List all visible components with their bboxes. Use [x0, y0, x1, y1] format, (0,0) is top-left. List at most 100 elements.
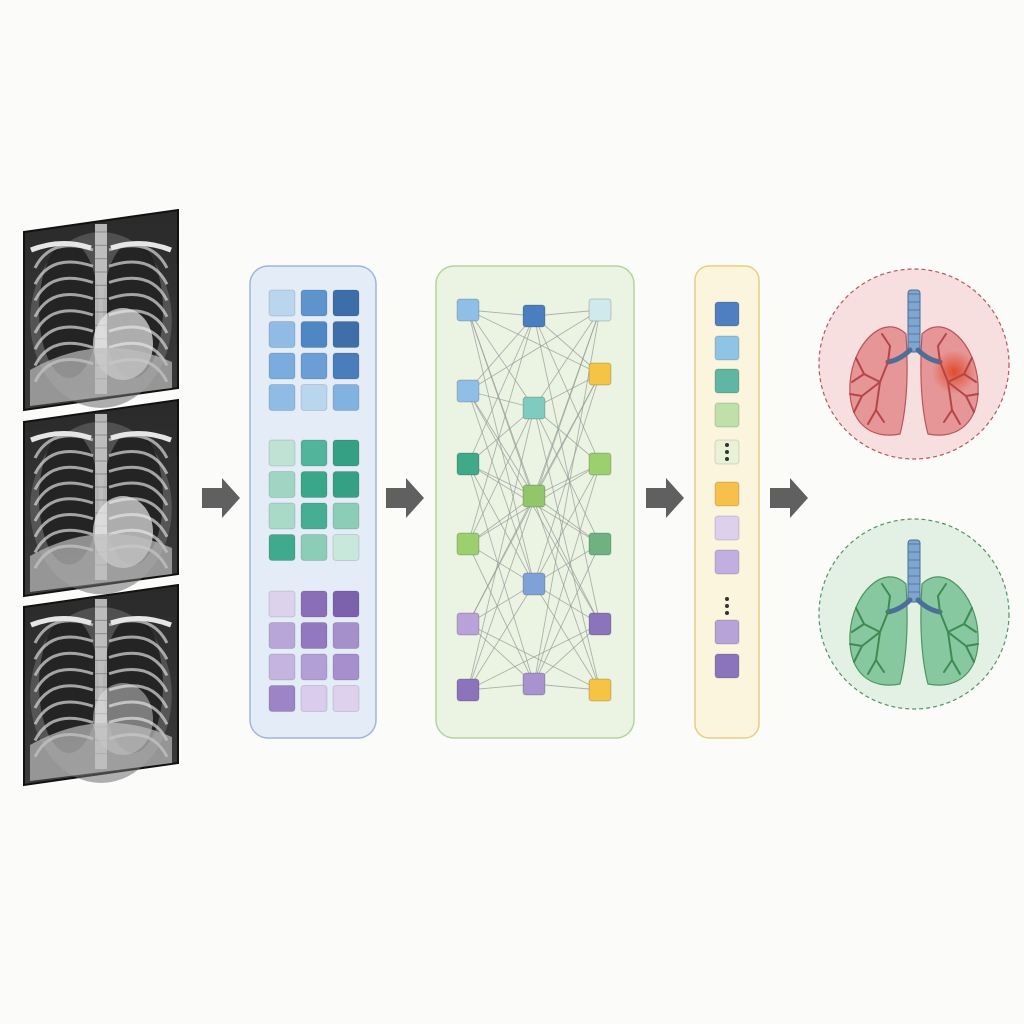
- graph-edge: [533, 407, 601, 691]
- feature-cell: [300, 534, 328, 561]
- feature-cell: [332, 590, 360, 618]
- feature-cell: [300, 590, 328, 618]
- graph-edge: [467, 463, 535, 685]
- graph-node: [456, 452, 480, 476]
- graph-node: [588, 678, 612, 702]
- ellipsis-dots: [714, 439, 740, 465]
- feature-cell: [332, 534, 360, 561]
- bronchi-icon: [849, 583, 979, 675]
- graph-node: [456, 678, 480, 702]
- graph-edge: [533, 495, 601, 625]
- feature-cell: [332, 622, 360, 649]
- graph-edge: [533, 407, 601, 545]
- vector-cell: [714, 402, 740, 428]
- graph-node: [456, 379, 480, 403]
- grid-panel-frame: [249, 265, 377, 739]
- graph-edge: [467, 407, 535, 465]
- vector-cell: [714, 368, 740, 394]
- graph-node: [522, 572, 546, 596]
- graph-node: [522, 484, 546, 508]
- lesion-highlight: [932, 350, 976, 394]
- graph-edge: [467, 623, 601, 691]
- graph-edge: [467, 390, 601, 625]
- feature-cell: [300, 439, 328, 467]
- feature-cell: [268, 590, 296, 618]
- diseased-lung: [818, 268, 1010, 460]
- trachea-icon: [907, 539, 921, 603]
- feature-cell: [300, 685, 328, 712]
- graph-edge: [533, 543, 601, 685]
- feature-cell: [268, 534, 296, 561]
- xray-image: [23, 208, 179, 412]
- graph-edge: [467, 407, 535, 545]
- graph-edge: [533, 315, 601, 625]
- graph-node: [522, 672, 546, 696]
- feature-cell: [268, 685, 296, 712]
- graph-node: [588, 532, 612, 556]
- graph-edge: [533, 623, 601, 685]
- feature-cell: [268, 471, 296, 498]
- vector-cell: [714, 619, 740, 645]
- graph-nodes: [456, 298, 612, 702]
- feature-cell: [332, 685, 360, 712]
- feature-grid-panel: [249, 265, 377, 739]
- graph-node: [588, 298, 612, 322]
- feature-cell: [332, 352, 360, 380]
- vector-cell: [714, 301, 740, 327]
- graph-edge: [533, 315, 601, 465]
- graph-edge: [467, 407, 535, 691]
- graph-edge: [467, 315, 535, 545]
- graph-edge: [467, 390, 535, 585]
- graph-edge: [533, 315, 601, 375]
- graph-edge: [533, 309, 601, 409]
- vector-cell: [714, 515, 740, 541]
- feature-cell: [300, 653, 328, 681]
- graph-node: [588, 452, 612, 476]
- graph-edge: [467, 309, 535, 585]
- feature-cell: [300, 352, 328, 380]
- graph-edge: [533, 583, 601, 691]
- graph-node: [522, 304, 546, 328]
- feature-cell: [268, 653, 296, 681]
- feature-group-purple: [268, 590, 360, 712]
- feature-cell: [268, 622, 296, 649]
- ellipsis-dots: [725, 597, 729, 615]
- graph-node: [456, 532, 480, 556]
- feature-cell: [300, 321, 328, 348]
- graph-edge: [467, 623, 535, 685]
- graph-node: [588, 362, 612, 386]
- feature-cell: [300, 289, 328, 317]
- feature-cell: [332, 653, 360, 681]
- graph-edge: [467, 390, 535, 497]
- feature-cell: [300, 384, 328, 411]
- graph-network-panel: [435, 265, 635, 739]
- graph-edge: [467, 309, 535, 409]
- graph-edge: [533, 373, 601, 585]
- feature-cell: [332, 439, 360, 467]
- xray-stack: [23, 208, 179, 787]
- vector-cell: [714, 549, 740, 575]
- feature-cell: [332, 471, 360, 498]
- graph-edge: [533, 463, 601, 685]
- embedding-vector-panel: [694, 265, 760, 739]
- flow-arrow: [202, 478, 240, 518]
- flow-arrow: [770, 478, 808, 518]
- graph-node: [456, 298, 480, 322]
- flow-arrows: [202, 478, 808, 518]
- feature-cell: [268, 384, 296, 411]
- feature-group-teal: [268, 439, 360, 561]
- graph-node: [588, 612, 612, 636]
- feature-cell: [268, 289, 296, 317]
- graph-edge: [467, 309, 601, 375]
- xray-image: [23, 583, 179, 787]
- feature-cell: [332, 321, 360, 348]
- xray-image: [23, 398, 179, 598]
- graph-edge: [467, 543, 535, 685]
- feature-cell: [268, 502, 296, 530]
- healthy-lung: [818, 518, 1010, 710]
- graph-edge: [467, 309, 601, 392]
- vector-cell: [714, 335, 740, 361]
- flow-arrow: [386, 478, 424, 518]
